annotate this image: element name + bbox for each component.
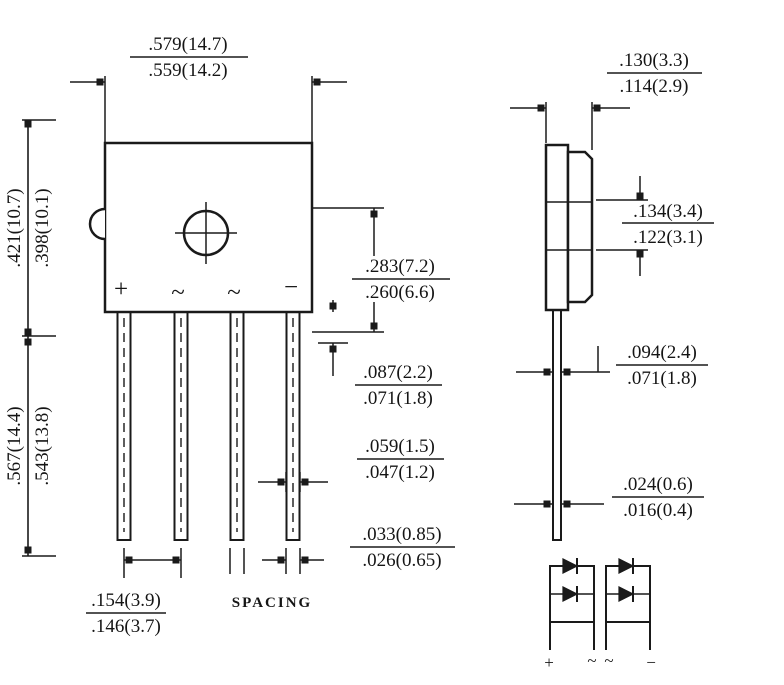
terminal-ac1: ~ [587, 651, 596, 670]
dim-side-lead-thickness: .024(0.6) .016(0.4) [514, 474, 704, 521]
dim-hole-lower: .260(6.6) [365, 282, 435, 303]
dim-body-width-upper: .579(14.7) [148, 34, 227, 55]
polarity-plus: + [114, 276, 128, 303]
dim-tab-height: .087(2.2) .071(1.8) [318, 300, 442, 409]
dim-side-step: .134(3.4) .122(3.1) [596, 176, 714, 276]
dim-lead-tip: .033(0.85) .026(0.65) [229, 524, 455, 574]
diode-1 [562, 558, 579, 574]
dim-lead-length-lower: .543(13.8) [32, 406, 53, 485]
terminal-ac2: ~ [604, 651, 613, 670]
dim-body-width: .579(14.7) .559(14.2) [70, 34, 347, 143]
dim-side-lead-offset-upper: .094(2.4) [627, 342, 697, 363]
dim-side-step-upper: .134(3.4) [633, 201, 703, 222]
dim-tab-lower: .071(1.8) [363, 388, 433, 409]
terminal-plus: + [544, 653, 554, 672]
dim-side-lead-thickness-upper: .024(0.6) [623, 474, 693, 495]
front-view: + ~ ~ − [88, 141, 314, 541]
diode-2 [562, 586, 579, 602]
polarity-ac1: ~ [171, 279, 185, 306]
polarity-ac2: ~ [227, 279, 241, 306]
dim-body-height: .421(10.7) .398(10.1) [4, 119, 56, 336]
dim-side-lead-offset-lower: .071(1.8) [627, 368, 697, 389]
lead-1 [116, 311, 132, 541]
dim-side-lead-thickness-lower: .016(0.4) [623, 500, 693, 521]
dim-side-thickness: .130(3.3) .114(2.9) [510, 50, 702, 150]
front-notch [88, 207, 106, 241]
lead-4 [285, 311, 301, 541]
bridge-schematic: + ~ ~ − [544, 558, 656, 672]
dim-pitch-upper: .154(3.9) [91, 590, 161, 611]
diode-3 [618, 558, 635, 574]
dim-side-step-lower: .122(3.1) [633, 227, 703, 248]
dim-hole-upper: .283(7.2) [365, 256, 435, 277]
side-view [544, 143, 594, 541]
lead-2 [173, 311, 189, 541]
side-lead [552, 309, 562, 541]
side-body-step [566, 150, 594, 304]
diode-4 [618, 586, 635, 602]
dim-body-height-upper: .421(10.7) [4, 188, 25, 267]
dim-body-width-lower: .559(14.2) [148, 60, 227, 81]
dim-side-thickness-lower: .114(2.9) [620, 76, 689, 97]
polarity-minus: − [284, 274, 298, 301]
terminal-minus: − [646, 653, 656, 672]
dim-lead-width-upper: .059(1.5) [365, 436, 435, 457]
dim-lead-width-lower: .047(1.2) [365, 462, 435, 483]
dim-lead-tip-lower: .026(0.65) [362, 550, 441, 571]
dim-lead-width: .059(1.5) .047(1.2) [258, 436, 444, 492]
dim-hole-offset: .283(7.2) .260(6.6) [312, 207, 450, 333]
dim-pitch-lower: .146(3.7) [91, 616, 161, 637]
side-body-outline [544, 143, 570, 312]
dim-lead-length-upper: .567(14.4) [4, 406, 25, 485]
dim-lead-pitch: .154(3.9) .146(3.7) SPACING [86, 548, 312, 637]
dim-side-thickness-upper: .130(3.3) [619, 50, 689, 71]
dim-tab-upper: .087(2.2) [363, 362, 433, 383]
dim-lead-tip-upper: .033(0.85) [362, 524, 441, 545]
dim-side-lead-offset: .094(2.4) .071(1.8) [516, 342, 708, 389]
spacing-label: SPACING [232, 595, 312, 611]
dim-lead-length: .567(14.4) .543(13.8) [4, 335, 56, 557]
lead-3 [229, 311, 245, 541]
front-leads [116, 311, 301, 541]
dim-body-height-lower: .398(10.1) [32, 188, 53, 267]
